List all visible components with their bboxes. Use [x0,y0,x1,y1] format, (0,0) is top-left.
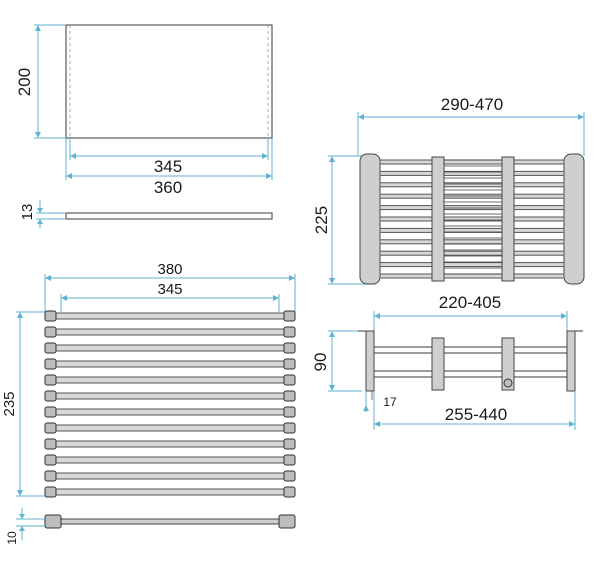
rack-rail [379,273,565,279]
rack-inner-range-label: 220-405 [439,293,501,312]
mat-rod-left-cap [44,470,57,482]
roll-mat-top-view: 380 345 235 [1,261,296,498]
rack-rail [379,205,565,211]
rack-rail [379,227,565,233]
mat-rod-right-cap [283,374,296,386]
mat-rod [55,488,285,496]
rack-outer-range-label: 255-440 [445,405,507,424]
mat-rod [55,472,285,480]
mat-rod-left-cap [44,486,57,498]
roll-mat-side-view: 10 [5,508,296,545]
rack-left-end-cap [359,153,381,285]
rack-rail [379,170,565,176]
mat-rod [55,392,285,400]
mat-rod-right-cap [283,310,296,322]
mat-rod-right-cap [283,470,296,482]
board-thickness-label: 13 [19,204,36,221]
rack-side-right-slider [501,337,515,391]
mat-rod [55,456,285,464]
rack-offset-label: 17 [383,395,397,409]
rack-side-left-post [365,330,375,392]
rack-rail [379,216,565,222]
rack-side-right-post [566,330,576,392]
board-side-outline [65,212,273,220]
mat-rod [55,312,285,320]
rack-rail [379,182,565,188]
rack-width-label: 290-470 [441,95,503,114]
mat-rod [55,408,285,416]
board-outline [65,24,273,139]
mat-rod-right-cap [283,422,296,434]
rack-rail [379,239,565,245]
mat-rod [55,344,285,352]
rack-right-end-cap [563,153,585,285]
mat-rod [55,440,285,448]
board-height-label: 200 [15,68,34,96]
mat-rod [55,328,285,336]
mat-inner-width-label: 345 [157,281,182,298]
mat-side-left-cap [44,514,62,529]
mat-rod-right-cap [283,438,296,450]
mat-rod-left-cap [44,374,57,386]
mat-rod-right-cap [283,358,296,370]
mat-rod [55,376,285,384]
rack-right-slider [501,156,515,282]
mat-rod-left-cap [44,326,57,338]
mat-rod-left-cap [44,454,57,466]
mat-rod-right-cap [283,390,296,402]
mat-side-bar [60,518,280,525]
mat-height-label: 235 [1,391,18,416]
rack-rails [379,159,565,279]
board-outer-width-label: 360 [154,178,182,197]
board-side-view: 13 [19,200,273,228]
mat-rod-right-cap [283,406,296,418]
mat-rod-right-cap [283,454,296,466]
mat-rod-right-cap [283,342,296,354]
mat-rod [55,424,285,432]
rack-side-left-slider [431,337,445,391]
rack-height-label: 90 [311,353,330,372]
mat-rod-left-cap [44,310,57,322]
mat-rod [55,360,285,368]
mat-rod-right-cap [283,326,296,338]
mat-outer-width-label: 380 [157,261,182,278]
mat-rod-left-cap [44,438,57,450]
mat-rod-left-cap [44,390,57,402]
rack-left-slider [431,156,445,282]
mat-rod-right-cap [283,486,296,498]
board-inner-width-label: 345 [154,157,182,176]
mat-rod-left-cap [44,422,57,434]
mat-rod-left-cap [44,358,57,370]
mat-thickness-label: 10 [5,531,19,545]
mat-rod-left-cap [44,342,57,354]
rack-top-view: 290-470 225 [312,95,585,285]
mat-rod-left-cap [44,406,57,418]
rack-side-knob [503,378,513,388]
rack-rail [379,250,565,256]
rack-rail [379,262,565,268]
rack-depth-label: 225 [312,206,331,234]
mat-rods [44,310,296,498]
rack-side-view: 220-405 90 255-440 17 [311,293,583,430]
mat-side-right-cap [278,514,296,529]
board-top-view: 200 345 360 [15,24,273,197]
rack-rail [379,159,565,165]
